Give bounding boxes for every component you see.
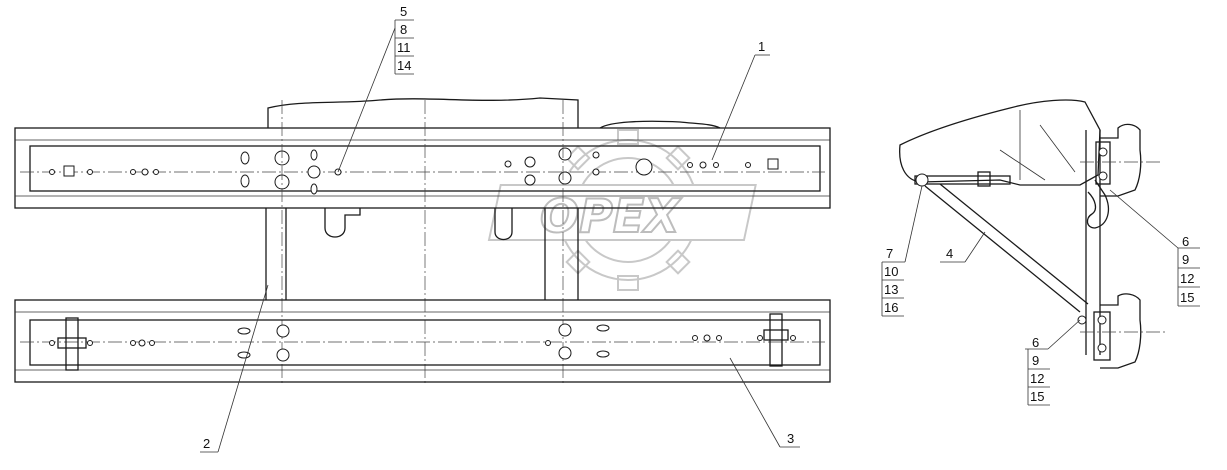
- callout-7-stack: 7 10 13 16: [881, 246, 904, 317]
- callout-5-line-3: 11: [397, 40, 411, 55]
- callout-2: 2: [203, 436, 210, 451]
- side-view-bracket: [899, 99, 1165, 369]
- callout-7-line-1: 7: [886, 246, 893, 261]
- callout-6a-line-1: 6: [1182, 234, 1189, 249]
- opex-watermark: OPEX: [487, 129, 757, 291]
- callout-6b-line-2: 9: [1032, 353, 1039, 368]
- lower-frame-rail: [14, 299, 831, 383]
- callout-5-line-1: 5: [400, 4, 407, 19]
- callout-6-lower-stack: 6 9 12 15: [1027, 335, 1050, 406]
- callout-6b-line-4: 15: [1030, 389, 1044, 404]
- callout-6b-line-3: 12: [1030, 371, 1044, 386]
- cross-member: [265, 100, 579, 385]
- callout-3-text: 3: [787, 431, 794, 446]
- callout-6a-line-2: 9: [1182, 252, 1189, 267]
- callout-3: 3: [787, 431, 794, 446]
- callout-2-text: 2: [203, 436, 210, 451]
- callout-6b-line-1: 6: [1032, 335, 1039, 350]
- callout-4-text: 4: [946, 246, 953, 261]
- callout-6a-line-3: 12: [1180, 271, 1194, 286]
- callout-6-upper-stack: 6 9 12 15: [1177, 234, 1200, 307]
- callout-7-line-3: 13: [884, 282, 898, 297]
- leader-lines: [200, 27, 1200, 453]
- callout-7-line-4: 16: [884, 300, 898, 315]
- callout-5-stack: 5 8 11 14: [394, 4, 414, 75]
- callout-5-line-2: 8: [400, 22, 407, 37]
- callout-7-line-2: 10: [884, 264, 898, 279]
- callout-5-line-4: 14: [397, 58, 411, 73]
- callout-1: 1: [758, 39, 765, 54]
- watermark-text: OPEX: [540, 189, 682, 243]
- callout-1-text: 1: [758, 39, 765, 54]
- callout-4: 4: [946, 246, 953, 261]
- callout-6a-line-4: 15: [1180, 290, 1194, 305]
